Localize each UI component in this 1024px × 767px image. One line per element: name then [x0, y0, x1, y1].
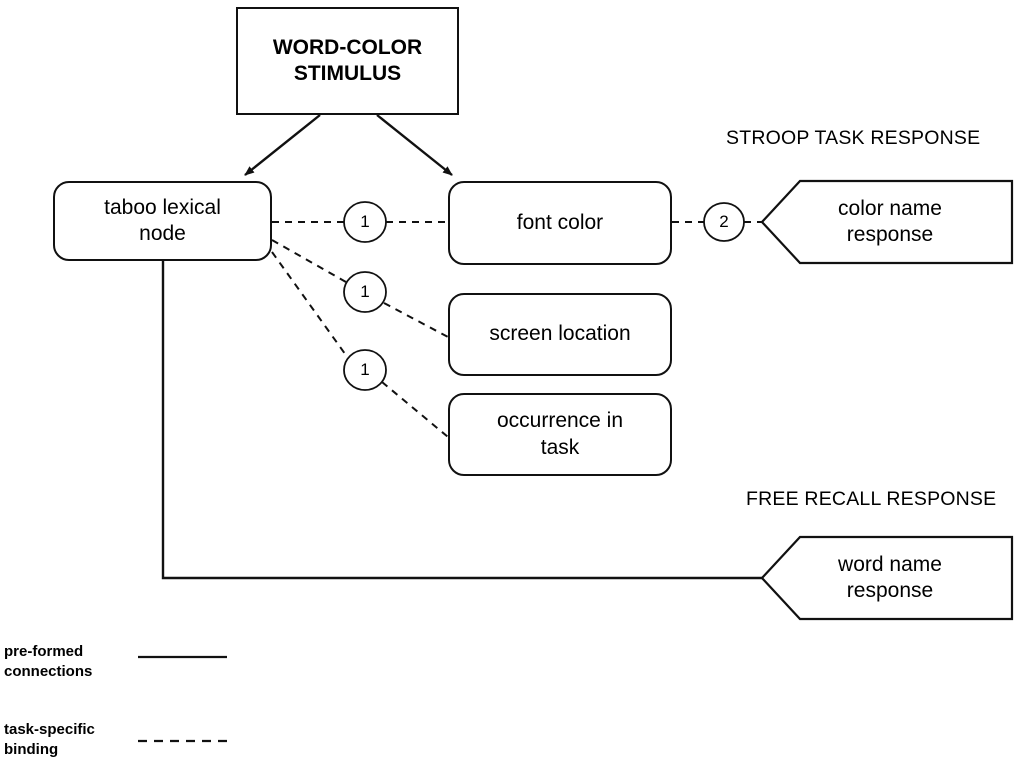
section-title-stroop: STROOP TASK RESPONSE: [726, 127, 981, 149]
arrow-stimulus-to-taboo: [244, 114, 321, 176]
badge-color-response-shape: [703, 202, 745, 242]
label-word-name-response: word name response: [790, 537, 990, 619]
label-color-name-response: color name response: [790, 181, 990, 263]
node-taboo-lexical-node[interactable]: taboo lexical node: [53, 181, 272, 261]
legend-task-specific-binding: task-specific binding: [4, 720, 129, 761]
node-occurrence-line-1: occurrence in: [496, 409, 624, 433]
section-title-free-recall: FREE RECALL RESPONSE: [746, 488, 997, 510]
node-word-color-stimulus-line-1: WORD-COLOR: [272, 35, 423, 59]
node-screen-location-label: screen location: [489, 322, 631, 346]
label-color-name-response-line-1: color name: [838, 196, 942, 220]
node-taboo-line-2: node: [139, 222, 186, 245]
node-occurrence-in-task[interactable]: occurrence in task: [448, 393, 672, 476]
node-taboo-line-1: taboo lexical: [104, 195, 221, 219]
node-font-color[interactable]: font color: [448, 181, 672, 265]
node-word-color-stimulus[interactable]: WORD-COLOR STIMULUS: [236, 7, 459, 115]
node-screen-location[interactable]: screen location: [448, 293, 672, 376]
legend-task-specific-line-2: binding: [4, 741, 59, 759]
hexagon-word-name-response: [760, 535, 1014, 621]
label-word-name-response-line-1: word name: [838, 552, 942, 576]
dashed-taboo-to-badge-occurrence: [271, 251, 349, 359]
dashed-badge-occurrence-to-occurrence: [381, 381, 449, 438]
badge-screen-location-label: 1: [360, 282, 370, 301]
node-occurrence-line-2: task: [540, 435, 580, 459]
badge-font-color-shape: [343, 201, 387, 243]
legend-pre-formed-line-2: connections: [4, 663, 93, 681]
badge-font-color-label: 1: [360, 212, 370, 231]
legend-pre-formed-connections: pre-formed connections: [4, 642, 129, 683]
legend-pre-formed-line-1: pre-formed: [4, 643, 84, 660]
node-font-color-label: font color: [516, 210, 604, 234]
legend-task-specific-line-1: task-specific: [4, 721, 95, 738]
arrow-stimulus-to-font-color: [376, 114, 453, 176]
hexagon-color-name-response: [760, 179, 1014, 265]
node-word-color-stimulus-line-2: STIMULUS: [293, 62, 402, 85]
dashed-badge-screen-location-to-screen-location: [383, 302, 449, 338]
label-color-name-response-line-2: response: [846, 223, 934, 246]
label-word-name-response-line-2: response: [846, 579, 934, 602]
dashed-taboo-to-badge-screen-location: [271, 239, 347, 283]
badge-screen-location-shape: [343, 271, 387, 313]
badge-occurrence-shape: [343, 349, 387, 391]
badge-occurrence-label: 1: [360, 360, 370, 379]
badge-color-response-label: 2: [719, 212, 729, 231]
